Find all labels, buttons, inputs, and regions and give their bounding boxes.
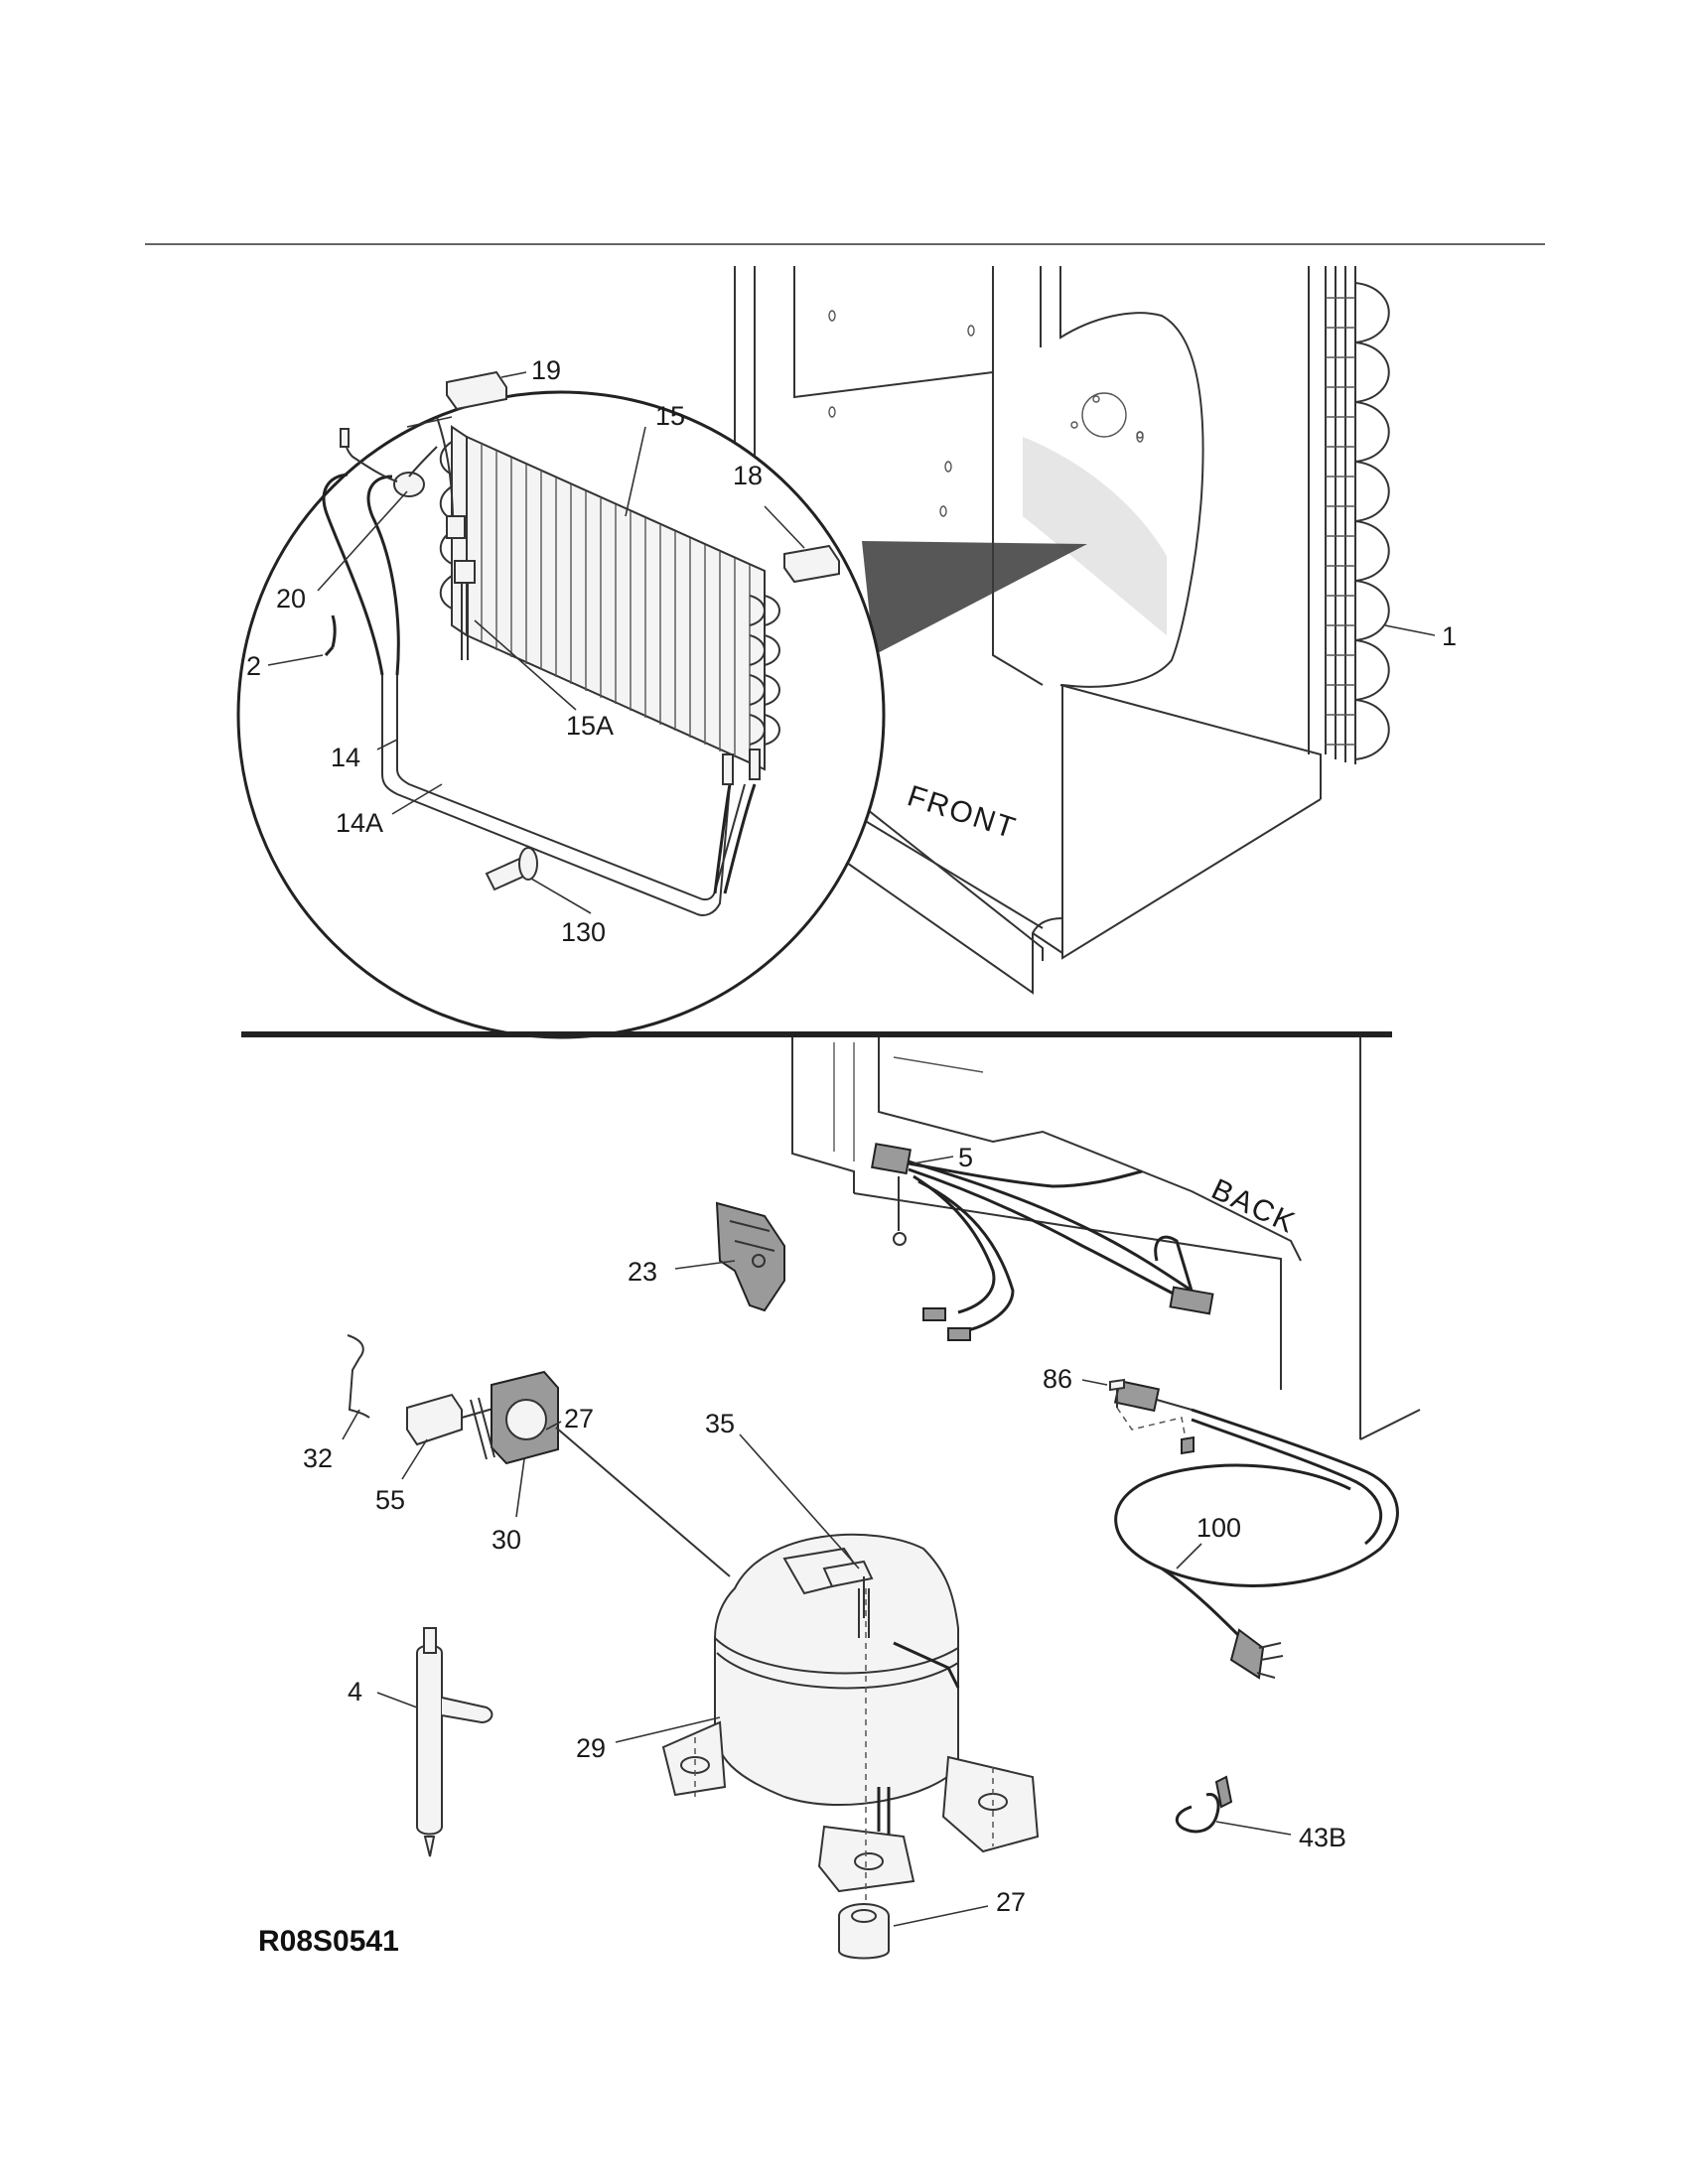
cabinet-interior — [734, 266, 1322, 995]
condenser-coil — [1325, 266, 1390, 764]
callout-29: 29 — [576, 1733, 606, 1763]
compressor — [661, 1533, 1040, 1946]
clip-2 — [324, 614, 337, 656]
callout-20: 20 — [276, 584, 306, 614]
defrost-sensor — [436, 416, 476, 660]
foam-block-18 — [783, 544, 840, 584]
callout-27-lower: 27 — [996, 1887, 1026, 1917]
evaporator — [439, 425, 780, 771]
wiring-harness — [871, 1143, 1214, 1341]
relay-assembly — [347, 1334, 731, 1577]
callout-5: 5 — [958, 1143, 973, 1172]
callout-4: 4 — [348, 1677, 362, 1706]
drier-4 — [416, 1627, 493, 1857]
relay-bracket-23 — [715, 1201, 785, 1312]
callout-2: 2 — [246, 651, 261, 681]
grommet-27 — [838, 1903, 890, 1960]
callout-43B: 43B — [1299, 1823, 1346, 1852]
callout-100: 100 — [1196, 1513, 1241, 1543]
callout-32: 32 — [303, 1443, 333, 1473]
power-cord — [1113, 1379, 1399, 1680]
callout-15: 15 — [655, 401, 685, 431]
callout-1: 1 — [1442, 621, 1457, 651]
diagram-code: R08S0541 — [258, 1925, 399, 1958]
callout-27-upper: 27 — [564, 1404, 594, 1433]
detail-projection — [862, 541, 1087, 655]
callout-14A: 14A — [336, 808, 383, 838]
callout-19: 19 — [531, 355, 561, 385]
back-label: BACK — [1206, 1172, 1301, 1240]
front-label: FRONT — [904, 779, 1021, 845]
callout-86: 86 — [1043, 1364, 1072, 1394]
callout-35: 35 — [705, 1409, 735, 1438]
callout-18: 18 — [733, 461, 763, 490]
screw-86 — [1109, 1378, 1195, 1455]
callout-130: 130 — [561, 917, 606, 947]
cabinet-bottom — [791, 1037, 1421, 1440]
callout-30: 30 — [492, 1525, 521, 1555]
callout-15A: 15A — [566, 711, 614, 741]
leader-lines — [267, 371, 1436, 1927]
clip-43B — [1175, 1775, 1233, 1834]
drain-plug-130 — [485, 847, 538, 891]
callout-14: 14 — [331, 743, 360, 772]
callout-55: 55 — [375, 1485, 405, 1515]
foam-block-19 — [446, 370, 507, 411]
callout-23: 23 — [628, 1257, 657, 1287]
defrost-limiter — [340, 428, 438, 497]
